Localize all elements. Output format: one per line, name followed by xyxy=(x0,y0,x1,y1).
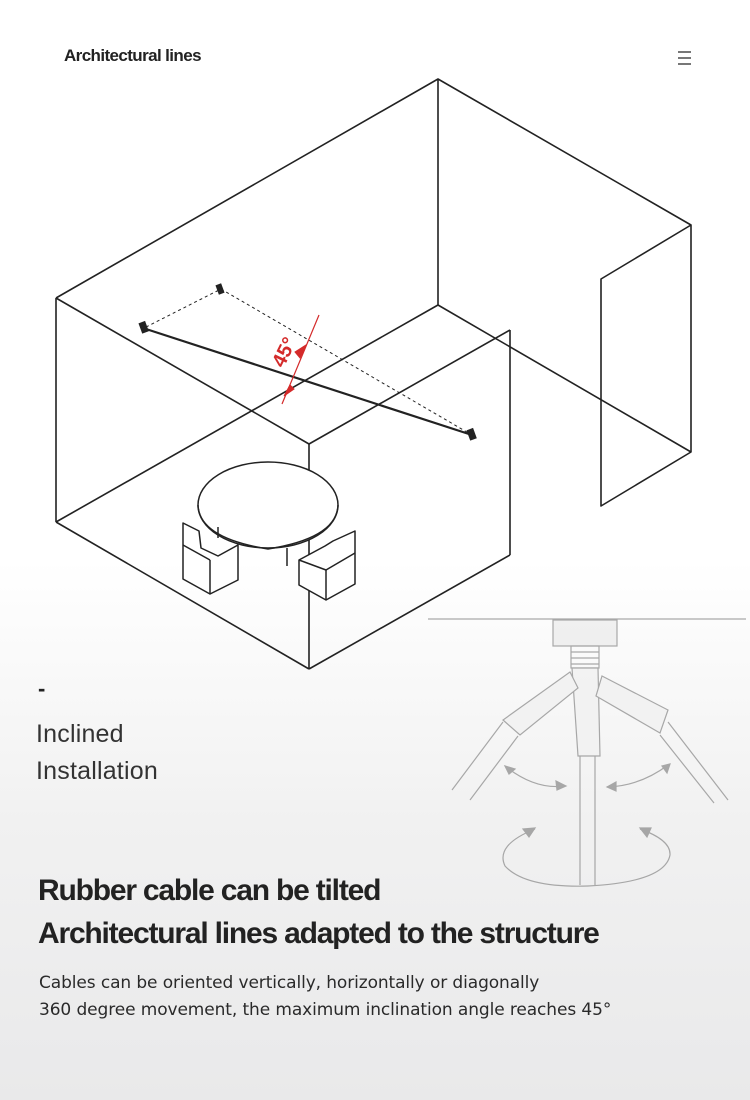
description-line: Cables can be oriented vertically, horiz… xyxy=(39,973,540,993)
section-subtitle: Inclined Installation xyxy=(36,716,158,790)
swivel-joint-sketch xyxy=(428,618,746,887)
room-isometric-illustration: 45° xyxy=(55,78,692,670)
page-title: Architectural lines xyxy=(64,46,202,65)
description: Cables can be oriented vertically, horiz… xyxy=(39,970,611,1024)
hamburger-menu-icon[interactable] xyxy=(678,51,691,65)
headline-line: Rubber cable can be tilted xyxy=(38,874,381,907)
description-line: 360 degree movement, the maximum inclina… xyxy=(39,1000,612,1020)
subtitle-line: Installation xyxy=(36,757,158,785)
headline: Rubber cable can be tilted Architectural… xyxy=(38,869,600,955)
subtitle-line: Inclined xyxy=(36,720,124,748)
headline-line: Architectural lines adapted to the struc… xyxy=(38,917,600,950)
section-dash: - xyxy=(38,676,46,701)
